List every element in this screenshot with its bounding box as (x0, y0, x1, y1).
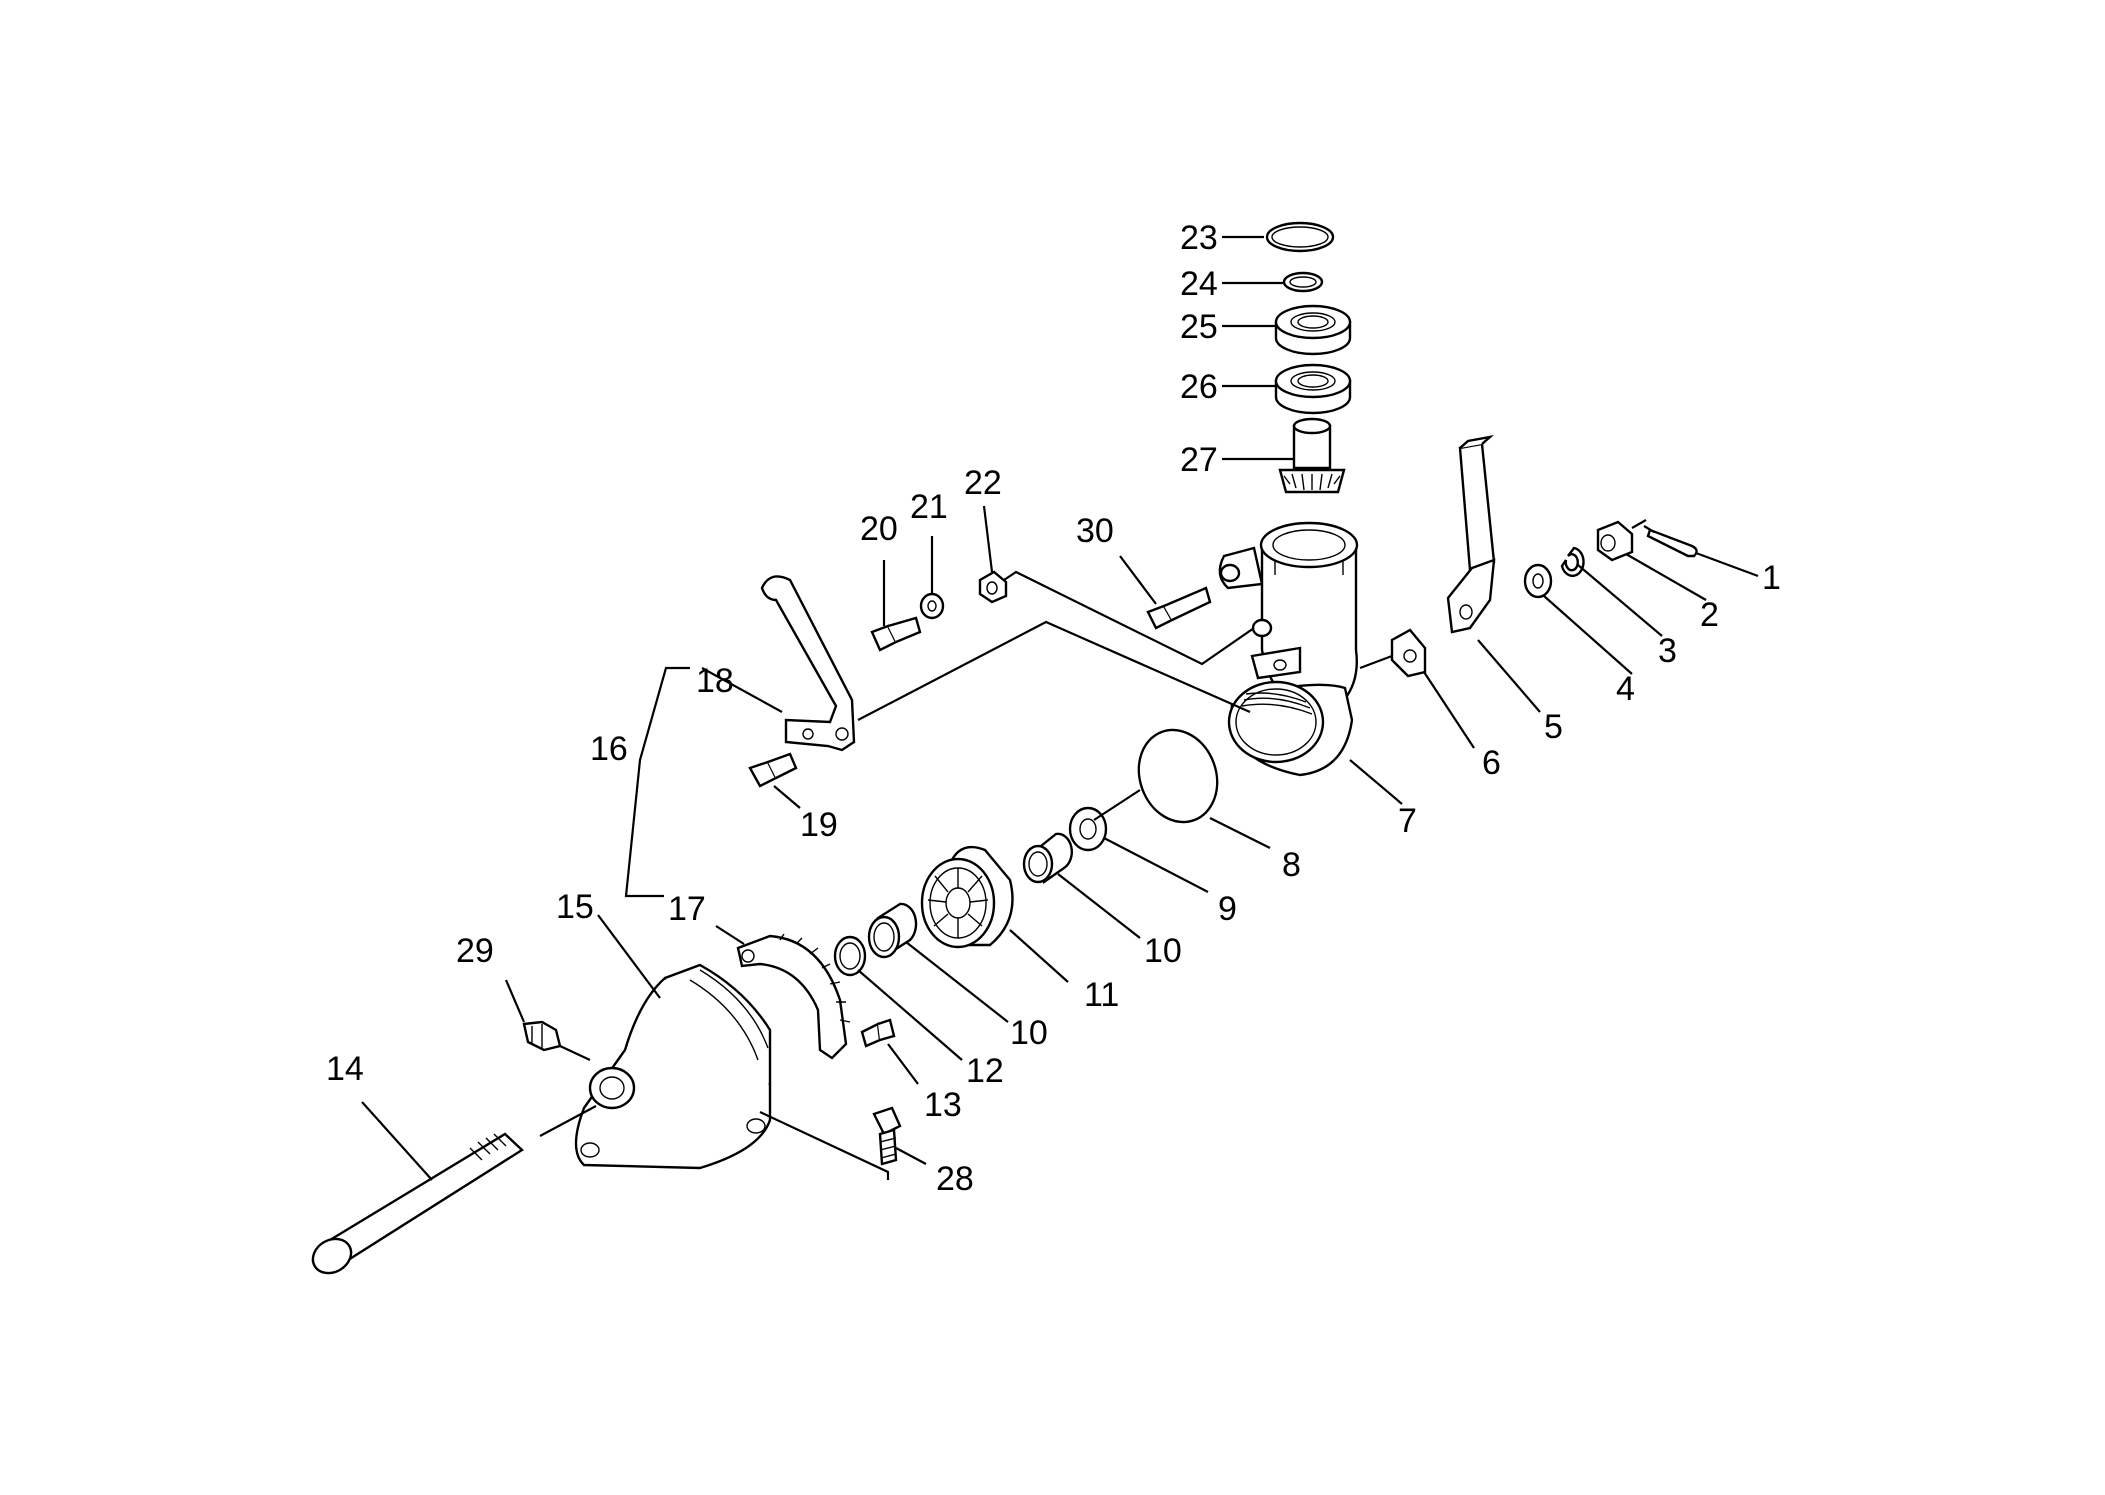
part-1-cotter-pin (1646, 528, 1698, 558)
callout-5: 5 (1544, 708, 1563, 746)
part-8-o-ring (1137, 728, 1219, 824)
callout-30: 30 (1076, 512, 1114, 550)
callout-18: 18 (696, 662, 734, 700)
part-13-bolt (860, 1018, 896, 1048)
part-19-bolt (748, 752, 798, 788)
callout-29: 29 (456, 932, 494, 970)
part-10-needle-bearing-upper (1022, 832, 1074, 884)
callout-14: 14 (326, 1050, 364, 1088)
part-7-gear-case (1218, 521, 1359, 777)
part-11-bevel-gear (920, 845, 1014, 949)
callout-20: 20 (860, 510, 898, 548)
callout-13: 13 (924, 1086, 962, 1124)
callout-27: 27 (1180, 441, 1218, 479)
part-30-bolt (1146, 586, 1212, 630)
part-24-ring (1282, 271, 1324, 293)
callout-4: 4 (1616, 670, 1635, 708)
callout-11: 11 (1084, 976, 1119, 1014)
callout-12: 12 (966, 1052, 1004, 1090)
callout-9: 9 (1218, 890, 1237, 928)
part-5-lever (1446, 435, 1496, 634)
callout-1: 1 (1762, 559, 1781, 597)
callout-10-upper: 10 (1144, 932, 1182, 970)
part-27-pinion-shaft (1278, 417, 1346, 494)
callout-10-lower: 10 (1010, 1014, 1048, 1052)
callout-2: 2 (1700, 596, 1719, 634)
leader-lines (361, 235, 1759, 1181)
part-12-seal (833, 935, 867, 977)
part-14-shaft-pin (311, 1132, 524, 1275)
part-10-needle-bearing-lower (867, 902, 918, 959)
callout-21: 21 (910, 488, 948, 526)
callout-3: 3 (1658, 632, 1677, 670)
callout-23: 23 (1180, 219, 1218, 257)
part-17-stopper-plate (736, 933, 851, 1060)
callout-26: 26 (1180, 368, 1218, 406)
callout-6: 6 (1482, 744, 1501, 782)
part-23-snap-ring (1265, 221, 1335, 253)
part-26-bearing (1274, 363, 1352, 415)
callout-15: 15 (556, 888, 594, 926)
part-2-nut (1596, 519, 1647, 562)
callout-22: 22 (964, 464, 1002, 502)
part-29-grease-nipple (522, 1020, 562, 1052)
part-6-clip (1390, 628, 1427, 678)
callout-16: 16 (590, 730, 628, 768)
part-28-bolt (872, 1106, 902, 1166)
part-22-nut (978, 570, 1008, 604)
callout-25: 25 (1180, 308, 1218, 346)
callout-17: 17 (668, 890, 706, 928)
part-25-bearing (1274, 304, 1352, 356)
callout-19: 19 (800, 806, 838, 844)
part-18-bracket (760, 575, 856, 752)
part-15-housing (574, 963, 772, 1170)
callout-28: 28 (936, 1160, 974, 1198)
part-9-washer (1068, 806, 1108, 852)
callout-8: 8 (1282, 846, 1301, 884)
part-21-washer (919, 592, 945, 620)
part-3-spring-washer (1560, 546, 1585, 578)
part-20-bolt (870, 616, 922, 652)
callout-7: 7 (1398, 802, 1417, 840)
callout-24: 24 (1180, 265, 1218, 303)
part-4-washer (1523, 563, 1553, 599)
